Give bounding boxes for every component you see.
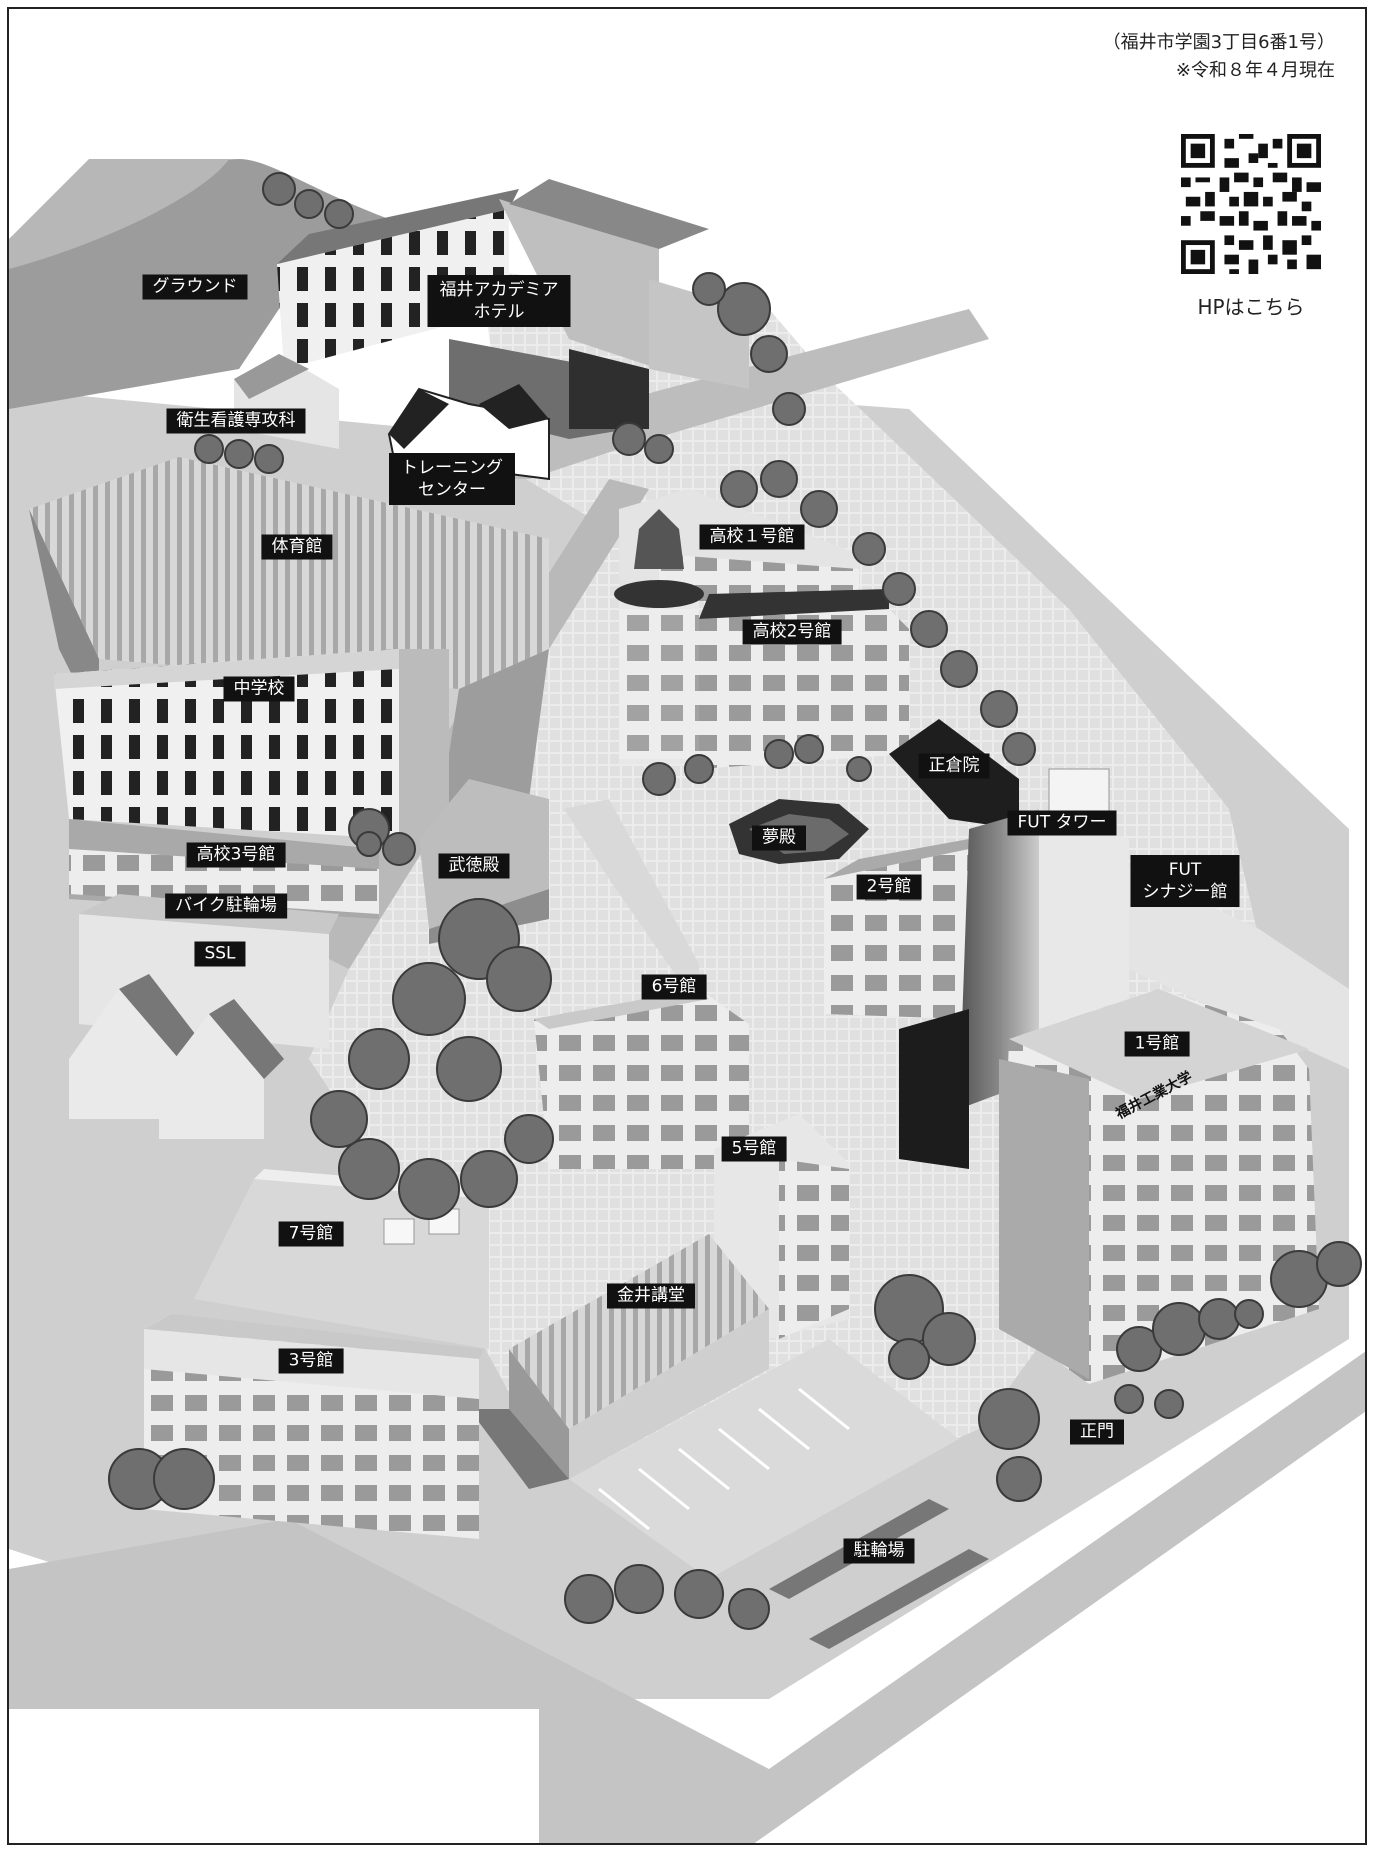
label-high-school-2: 高校2号館: [742, 619, 842, 645]
label-gym: 体育館: [261, 534, 333, 560]
label-junior-high: 中学校: [223, 676, 295, 702]
building-1: [999, 989, 1319, 1384]
label-training-center-line2: センター: [418, 480, 486, 500]
label-high-school-1: 高校１号館: [699, 524, 805, 550]
label-training-center-line1: トレーニング: [401, 458, 503, 478]
qr-code-icon[interactable]: [1181, 134, 1321, 274]
label-training-center: トレーニング センター: [389, 453, 515, 505]
address-block: （福井市学園3丁目6番1号） ※令和８年４月現在: [1103, 29, 1335, 85]
label-fut-synergy-line1: FUT: [1168, 860, 1202, 880]
label-fut-tower: FUT タワー: [1007, 810, 1117, 836]
label-fut-synergy-line2: シナジー館: [1142, 882, 1228, 902]
label-ssl: SSL: [194, 941, 246, 967]
label-shosoin: 正倉院: [918, 753, 990, 779]
label-academia-hotel-line2: ホテル: [473, 302, 525, 322]
label-academia-hotel: 福井アカデミア ホテル: [427, 275, 571, 327]
label-building-6: 6号館: [641, 974, 707, 1000]
high-school-2: [699, 589, 909, 769]
academia-hotel: [277, 179, 749, 439]
label-nursing-school: 衛生看護専攻科: [166, 408, 306, 434]
trees: [108, 172, 1362, 1630]
label-academia-hotel-line1: 福井アカデミア: [439, 280, 559, 300]
parking-lot: [569, 1339, 959, 1579]
qr-caption: HPはこちら: [1197, 295, 1305, 319]
kanai-hall: [469, 1234, 769, 1489]
label-building-5: 5号館: [721, 1136, 787, 1162]
high-school-2-tower: [614, 509, 704, 764]
label-building-2: 2号館: [856, 874, 922, 900]
label-bicycle-parking: 駐輪場: [843, 1538, 915, 1564]
label-kanai-hall: 金井講堂: [607, 1283, 695, 1309]
label-bike-parking: バイク駐輪場: [165, 893, 287, 919]
fut-synergy-building: [1129, 869, 1349, 1069]
road-north: [479, 309, 989, 479]
label-yumedono: 夢殿: [752, 825, 806, 851]
campus-map-frame: 福井工業大学 （福井市学園3丁目6番1号） ※令和８年４月現在: [7, 7, 1367, 1845]
label-main-gate: 正門: [1070, 1419, 1124, 1445]
address-text: （福井市学園3丁目6番1号）: [1102, 32, 1335, 53]
label-fut-synergy: FUT シナジー館: [1130, 855, 1240, 907]
campus-map: 福井工業大学: [9, 69, 1365, 1843]
junior-high-building: [54, 649, 449, 839]
label-ground: グラウンド: [142, 274, 248, 300]
label-high-school-3: 高校3号館: [186, 842, 286, 868]
small-houses: [69, 974, 284, 1139]
label-butokuden: 武徳殿: [438, 853, 510, 879]
label-building-7: 7号館: [278, 1221, 344, 1247]
label-building-3: 3号館: [278, 1348, 344, 1374]
label-building-1: 1号館: [1124, 1031, 1190, 1057]
as-of-text: ※令和８年４月現在: [1175, 60, 1335, 81]
